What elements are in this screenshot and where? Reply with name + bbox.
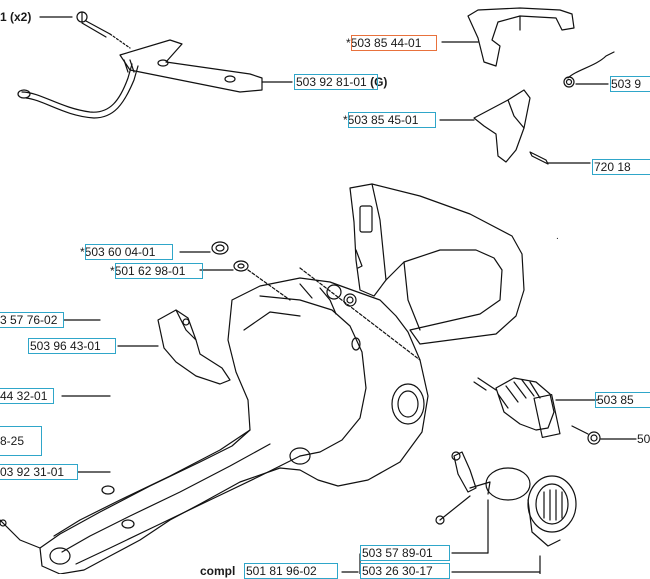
part-503-9[interactable]: 503 9 (610, 76, 650, 92)
part-503-57-89-01[interactable]: 503 57 89-01 (360, 545, 450, 561)
part-720-18[interactable]: 720 18 (592, 159, 650, 175)
o-ring-part (485, 467, 531, 501)
highlight-box (244, 563, 338, 579)
part-number: 3 57 76-02 (0, 313, 58, 327)
highlight-box (351, 35, 437, 51)
highlight-box (360, 545, 450, 561)
part-503-92-81-01[interactable]: 503 92 81-01 (G) (294, 74, 388, 90)
part-503-60-04-01[interactable]: *503 60 04-01 (80, 244, 173, 260)
bracket-part (119, 39, 293, 93)
part-number: 503 85 45-01 (347, 113, 419, 127)
compl-label: compl (200, 564, 236, 578)
highlight-box (0, 426, 42, 456)
asterisk: * (80, 245, 85, 259)
trigger-part (439, 89, 531, 163)
highlight-box (0, 388, 54, 404)
part-number: 44 32-01 (0, 389, 48, 403)
part-number: 503 96 43-01 (30, 339, 101, 353)
highlight-box (595, 392, 650, 408)
part-number: 503 85 44-01 (350, 36, 422, 50)
cable-part (17, 59, 139, 119)
part-number: 501 62 98-01 (114, 264, 186, 278)
highlight-box (85, 244, 173, 260)
part-503-85-44-01[interactable]: *503 85 44-01 (346, 35, 437, 51)
part-number: 03 92 31-01 (0, 465, 65, 479)
screw-part (39, 11, 131, 49)
nut-small-part (199, 260, 291, 301)
part-503-96-43-01[interactable]: 503 96 43-01 (28, 338, 116, 354)
part-number: 503 85 (597, 393, 634, 407)
qty-label: 1 (x2) (0, 10, 32, 24)
spring-part (563, 51, 615, 88)
part-number: 503 92 81-01 (296, 75, 367, 89)
part-503-85[interactable]: 503 85 (595, 392, 650, 408)
pin-part (529, 151, 591, 165)
filter-spring-part (473, 377, 599, 439)
asterisk: * (110, 264, 115, 278)
highlight-box (0, 312, 64, 328)
part-3-57-76-02[interactable]: 3 57 76-02 (0, 312, 64, 328)
part-number: 503 57 89-01 (362, 546, 433, 560)
suffix: (G) (370, 75, 388, 89)
handle-housing (0, 183, 525, 574)
highlight-box (360, 563, 450, 579)
part-501-81-96-02[interactable]: 501 81 96-02 (244, 563, 338, 579)
trigger-lockout-part (441, 7, 575, 67)
throttle-trigger-part (157, 309, 231, 385)
part-number: 503 60 04-01 (84, 245, 156, 259)
part-503-85-45-01[interactable]: *503 85 45-01 (343, 112, 436, 128)
mount-part (435, 451, 491, 525)
highlight-box (610, 76, 650, 92)
part-50[interactable]: 50 (637, 432, 650, 446)
highlight-box (0, 464, 78, 480)
highlight-box (348, 112, 436, 128)
part-503-26-30-17[interactable]: 503 26 30-17 (360, 563, 450, 579)
part-501-62-98-01[interactable]: *501 62 98-01 (110, 263, 203, 279)
part-number: 8-25 (0, 434, 25, 448)
asterisk: * (346, 36, 351, 50)
part-number: 503 9 (611, 77, 642, 91)
part-44-32-01[interactable]: 44 32-01 (0, 388, 54, 404)
part-number: 720 18 (594, 160, 631, 174)
highlight-box (28, 338, 116, 354)
bolt-part (571, 425, 637, 445)
highlight-box (115, 263, 203, 279)
highlight-box (294, 74, 378, 90)
asterisk: * (343, 113, 348, 127)
nut-large-part (179, 241, 229, 255)
part-03-92-31-01[interactable]: 03 92 31-01 (0, 464, 78, 480)
highlight-box (592, 159, 650, 175)
part-8-25[interactable]: 8-25 (0, 426, 42, 456)
filter-cover-part (527, 475, 577, 574)
dot-mark: . (556, 231, 559, 242)
